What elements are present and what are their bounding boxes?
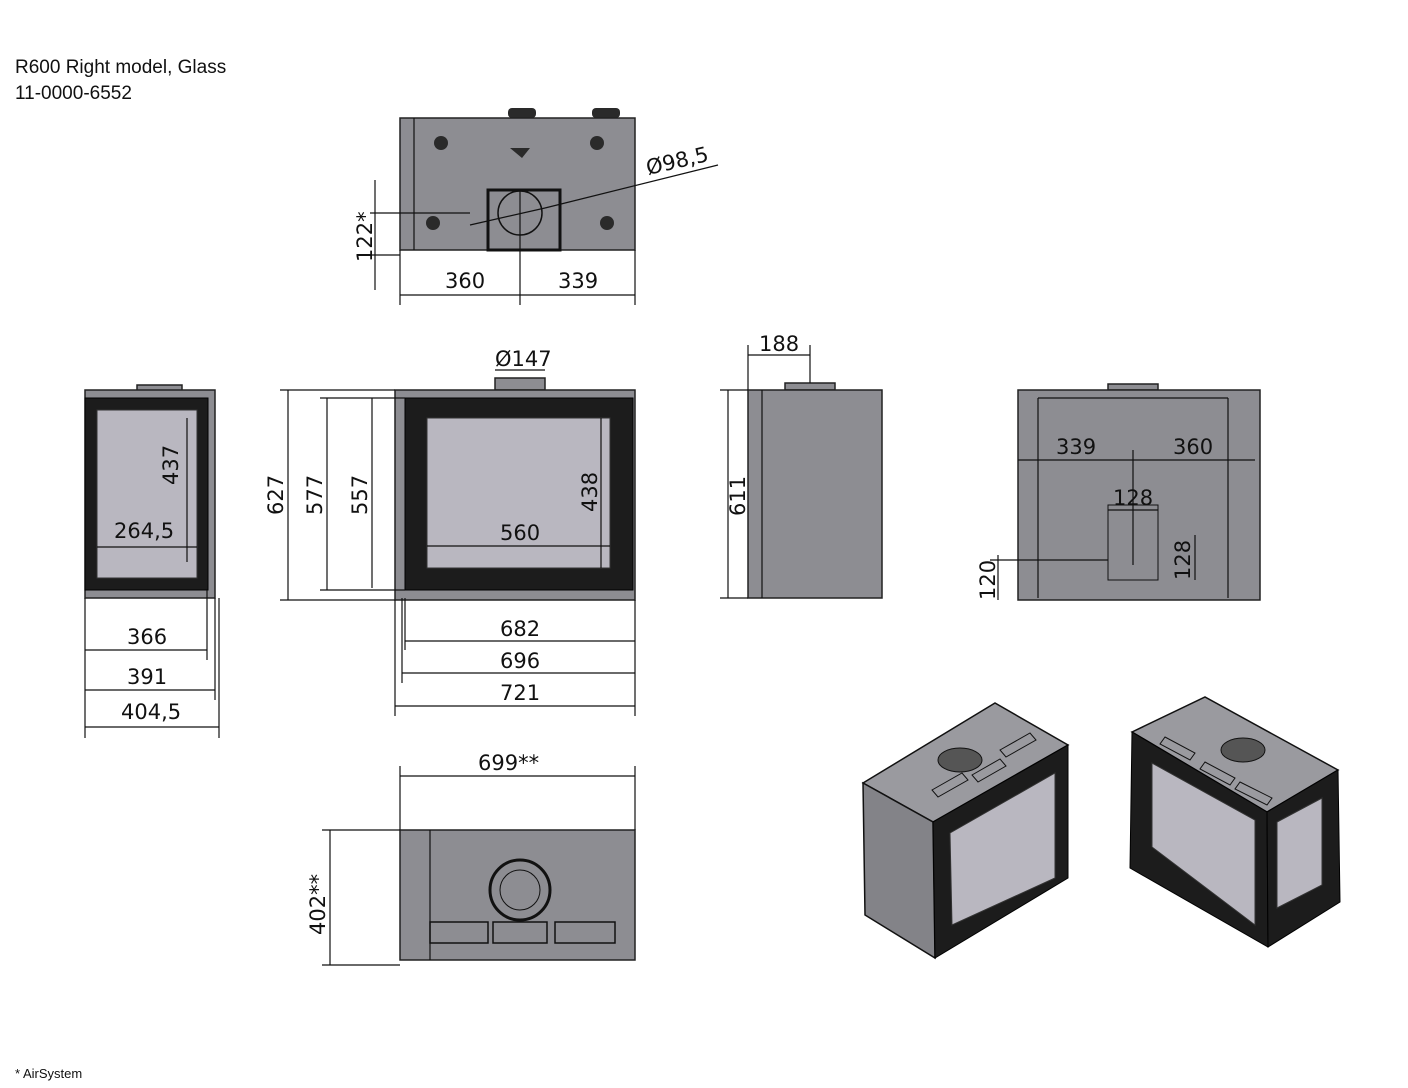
collar-diameter-label: Ø147 [495,347,552,371]
bottom-width-label: 699** [478,751,539,775]
top-view: Ø98,5 122* 360 339 [353,108,719,305]
footnote-airsystem: * AirSystem [15,1066,83,1081]
side-width-391: 391 [127,665,167,689]
bottom-view: 699** 402** [306,751,636,966]
front-height-557: 557 [348,475,372,515]
product-code: 11-0000-6552 [15,83,132,104]
front-width-696: 696 [500,649,540,673]
front-glass-width: 560 [500,521,540,545]
flue-diameter-label: Ø98,5 [644,142,711,180]
side-glass-height-label: 437 [159,445,183,485]
side-glass-width-label: 264,5 [114,519,174,543]
front-height-627: 627 [264,475,288,515]
back-right-dimension: 360 [1173,435,1213,459]
collar-offset-label: 188 [759,332,799,356]
airsystem-depth-label: 122* [353,211,377,262]
front-width-721: 721 [500,681,540,705]
top-left-dimension: 360 [445,269,485,293]
front-view: Ø147 627 577 557 438 560 682 696 721 [264,347,636,716]
back-bottom-offset: 120 [976,560,1000,600]
isometric-view-front-left [861,702,1070,960]
isometric-view-front-right [1129,696,1341,948]
drawing-title: R600 Right model, Glass [15,57,227,78]
side-width-404: 404,5 [121,700,181,724]
bottom-depth-label: 402** [306,874,330,935]
front-glass-height: 438 [578,472,602,512]
side-view-right: 188 611 [720,332,883,599]
back-left-dimension: 339 [1056,435,1096,459]
front-height-577: 577 [303,475,327,515]
top-right-dimension: 339 [558,269,598,293]
side-height-611: 611 [726,476,750,516]
back-view: 339 360 128 128 120 [976,383,1261,601]
back-opening-width: 128 [1113,486,1153,510]
front-width-682: 682 [500,617,540,641]
back-opening-height: 128 [1171,540,1195,580]
side-width-366: 366 [127,625,167,649]
side-view-left: 437 264,5 366 391 404,5 [84,384,220,738]
